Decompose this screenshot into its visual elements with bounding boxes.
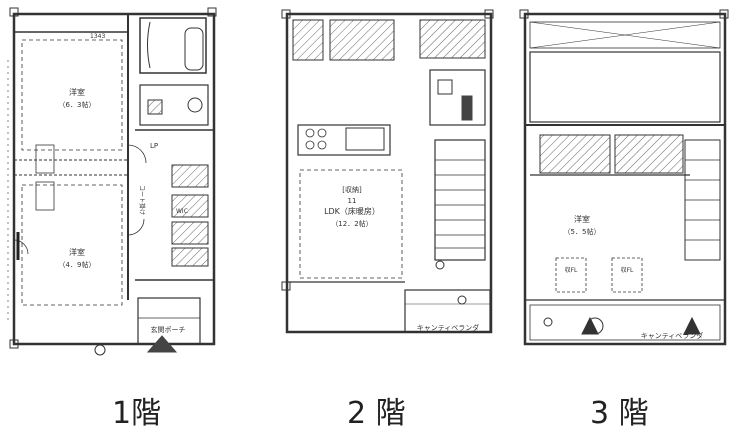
floor-1-labels: 洋室 （6．3帖） 洋室 （4．9帖） 玄関ポーチ コート掛け 1343 LP … — [59, 33, 188, 334]
dim-label: 1343 — [90, 33, 105, 40]
floor-1-plan — [7, 7, 217, 356]
room-1b-name: 洋室 — [69, 247, 85, 257]
fl-label-1: 収FL — [565, 267, 578, 274]
room-3-name: 洋室 — [574, 214, 590, 224]
fl-label-2: 収FL — [621, 267, 634, 274]
lp-label: LP — [150, 142, 158, 150]
balcony-2-label: キャンティベランダ — [417, 323, 480, 332]
room-1b-size: （4．9帖） — [59, 260, 96, 269]
num-label: 11 — [348, 197, 357, 205]
balcony-3-label: キャンティベランダ — [641, 331, 704, 340]
floor-2-caption: 2 階 — [347, 396, 406, 431]
store-label: [収納] — [342, 185, 362, 194]
floor-2-plan — [281, 9, 494, 334]
floor-3-labels: 洋室 （5．5帖） 収FL 収FL キャンティベランダ — [564, 214, 704, 340]
floor-2-labels: [収納] 11 LDK（床暖房） （12．2帖） キャンティベランダ — [324, 185, 479, 332]
hall-label: 玄関ポーチ — [151, 325, 186, 334]
room-3-size: （5．5帖） — [564, 227, 601, 236]
room-2-name: LDK（床暖房） — [324, 206, 380, 216]
floor-1-caption: 1階 — [112, 396, 162, 431]
floor-3-caption: 3 階 — [590, 396, 649, 431]
room-1a-size: （6．3帖） — [59, 100, 96, 109]
wic-label: WIC — [176, 208, 188, 215]
floor-3-plan — [519, 9, 729, 346]
room-2-size: （12．2帖） — [331, 219, 372, 228]
closet-label: コート掛け — [138, 185, 146, 215]
room-1a-name: 洋室 — [69, 87, 85, 97]
